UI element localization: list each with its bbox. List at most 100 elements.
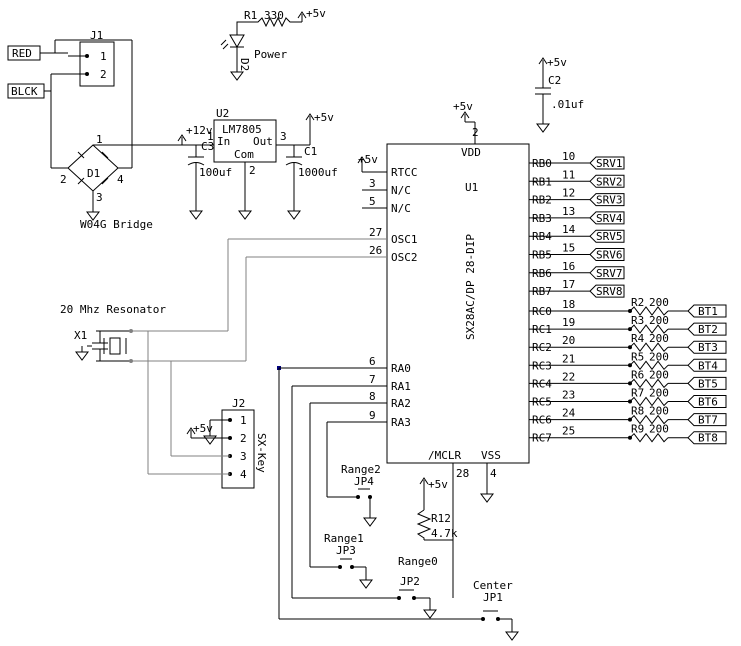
j1-body	[79, 41, 115, 87]
rb-pin-number: 11	[562, 168, 575, 181]
c2-value: .01uf	[551, 98, 584, 111]
c3-ref: C3	[201, 140, 214, 153]
resistor-zigzag	[629, 324, 669, 334]
rb-pin-name: RB1	[532, 175, 552, 188]
reg-pin2: 2	[249, 164, 256, 177]
resistor-zigzag	[629, 432, 669, 443]
j2-supply: +5v	[193, 422, 213, 435]
net-tag-label: BT1	[698, 305, 718, 318]
rc-pin-number: 18	[562, 298, 575, 311]
resonator-title: 20 Mhz Resonator	[60, 303, 166, 316]
reg-in: In	[217, 135, 230, 148]
left-pin-name: RA0	[391, 362, 411, 375]
net-tag-label: SRV4	[596, 212, 623, 225]
net-tag-label: SRV2	[596, 175, 623, 188]
j1-connector: RED BLCK J1 1 2	[7, 29, 133, 169]
jp3-label: Range1	[324, 532, 364, 545]
left-pin-number: 26	[369, 244, 382, 257]
bridge-pin4: 4	[117, 173, 124, 186]
rb-pin-name: RB3	[532, 212, 552, 225]
resistor-zigzag	[629, 342, 669, 353]
ra-jumper-section: Range2 JP4 Range1 JP3 +5v R12 4.7k Range…	[277, 366, 519, 641]
left-pin-name: RA2	[391, 397, 411, 410]
reg-com: Com	[234, 148, 254, 161]
regulator-u2: U2 LM7805 In Out Com 1 2 3 +12v +5v C3 1…	[170, 107, 338, 220]
wire-red-label: RED	[12, 47, 32, 60]
j2-pin-number: 4	[240, 468, 247, 481]
net-tag-label: BT6	[698, 396, 718, 409]
resistor-ref: R4	[631, 332, 645, 345]
reg-pin3: 3	[280, 130, 287, 143]
j2-body	[221, 409, 255, 489]
net-tag-label: BT3	[698, 341, 718, 354]
power-led-circuit: R1 330 +5v D2 Power	[220, 7, 326, 81]
resistor-zigzag	[629, 396, 669, 407]
net-tag-label: SRV7	[596, 267, 623, 280]
net-tag-srv	[589, 248, 625, 261]
jp1-ref: JP1	[483, 591, 503, 604]
net-tag-label: BT2	[698, 323, 718, 336]
net-tag-bt	[687, 413, 727, 427]
net-tag-label: BT4	[698, 359, 718, 372]
resonator-x1: 20 Mhz Resonator X1	[60, 238, 387, 474]
rb-pin-name: RB5	[532, 249, 552, 262]
rc-pin-name: RC3	[532, 359, 552, 372]
bridge-rectifier-d1: 1 2 3 4 D1 W04G Bridge	[60, 133, 170, 231]
resistor-value: 200	[649, 350, 669, 363]
rb-pin-name: RB2	[532, 194, 552, 207]
left-pin-name: OSC2	[391, 251, 418, 264]
bridge-part: W04G Bridge	[80, 218, 153, 231]
jp4-ref: JP4	[354, 475, 374, 488]
net-tag-bt	[687, 358, 727, 372]
left-pin-number: 3	[369, 177, 376, 190]
c3-value: 100uf	[199, 166, 232, 179]
net-tag-label: BT7	[698, 414, 718, 427]
net-tag-label: SRV3	[596, 194, 623, 207]
resistor-value: 200	[649, 314, 669, 327]
net-tag-srv	[589, 193, 625, 207]
vss-pin-number: 4	[490, 467, 497, 480]
reg-in-supply: +12v	[186, 124, 213, 137]
left-pin-number: 5	[369, 195, 376, 208]
net-tag-bt	[687, 376, 727, 390]
resistor-ref: R6	[631, 368, 644, 381]
c1-ref: C1	[304, 145, 317, 158]
rb-pin-number: 13	[562, 205, 575, 218]
rb-pin-number: 17	[562, 278, 575, 291]
vdd-label: VDD	[461, 146, 481, 159]
rb-pin-name: RB0	[532, 157, 552, 170]
net-tag-srv	[589, 174, 625, 188]
bridge-pin1: 1	[96, 133, 103, 146]
rb-pin-number: 15	[562, 242, 575, 255]
ic-ref: U1	[465, 181, 478, 194]
resistor-ref: R2	[631, 296, 644, 309]
net-tag-bt	[687, 322, 727, 336]
net-tag-bt	[687, 431, 727, 445]
r12-value: 4.7k	[431, 527, 458, 540]
rb-pin-number: 16	[562, 260, 575, 273]
resistor-ref: R8	[631, 405, 644, 418]
net-tag-label: BT8	[698, 432, 718, 445]
c2-supply: +5v	[547, 56, 567, 69]
resistor-ref: R7	[631, 387, 644, 400]
net-tag-srv	[589, 266, 625, 280]
j2-ref: J2	[232, 397, 245, 410]
r1-supply-label: +5v	[306, 7, 326, 20]
left-pin-name: OSC1	[391, 233, 418, 246]
rb-pin-number: 10	[562, 150, 575, 163]
j2-pin-number: 1	[240, 414, 247, 427]
net-tag-label: SRV8	[596, 285, 623, 298]
jp1-label: Center	[473, 579, 513, 592]
reg-part: LM7805	[222, 123, 262, 136]
jp3-ref: JP3	[336, 544, 356, 557]
j2-pin-number: 3	[240, 450, 247, 463]
rc-pin-number: 20	[562, 334, 575, 347]
resistor-zigzag	[629, 360, 669, 371]
rc-pin-name: RC7	[532, 432, 552, 445]
left-pin-number: 9	[369, 409, 376, 422]
net-tag-bt	[687, 304, 727, 318]
r12-ref: R12	[431, 512, 451, 525]
